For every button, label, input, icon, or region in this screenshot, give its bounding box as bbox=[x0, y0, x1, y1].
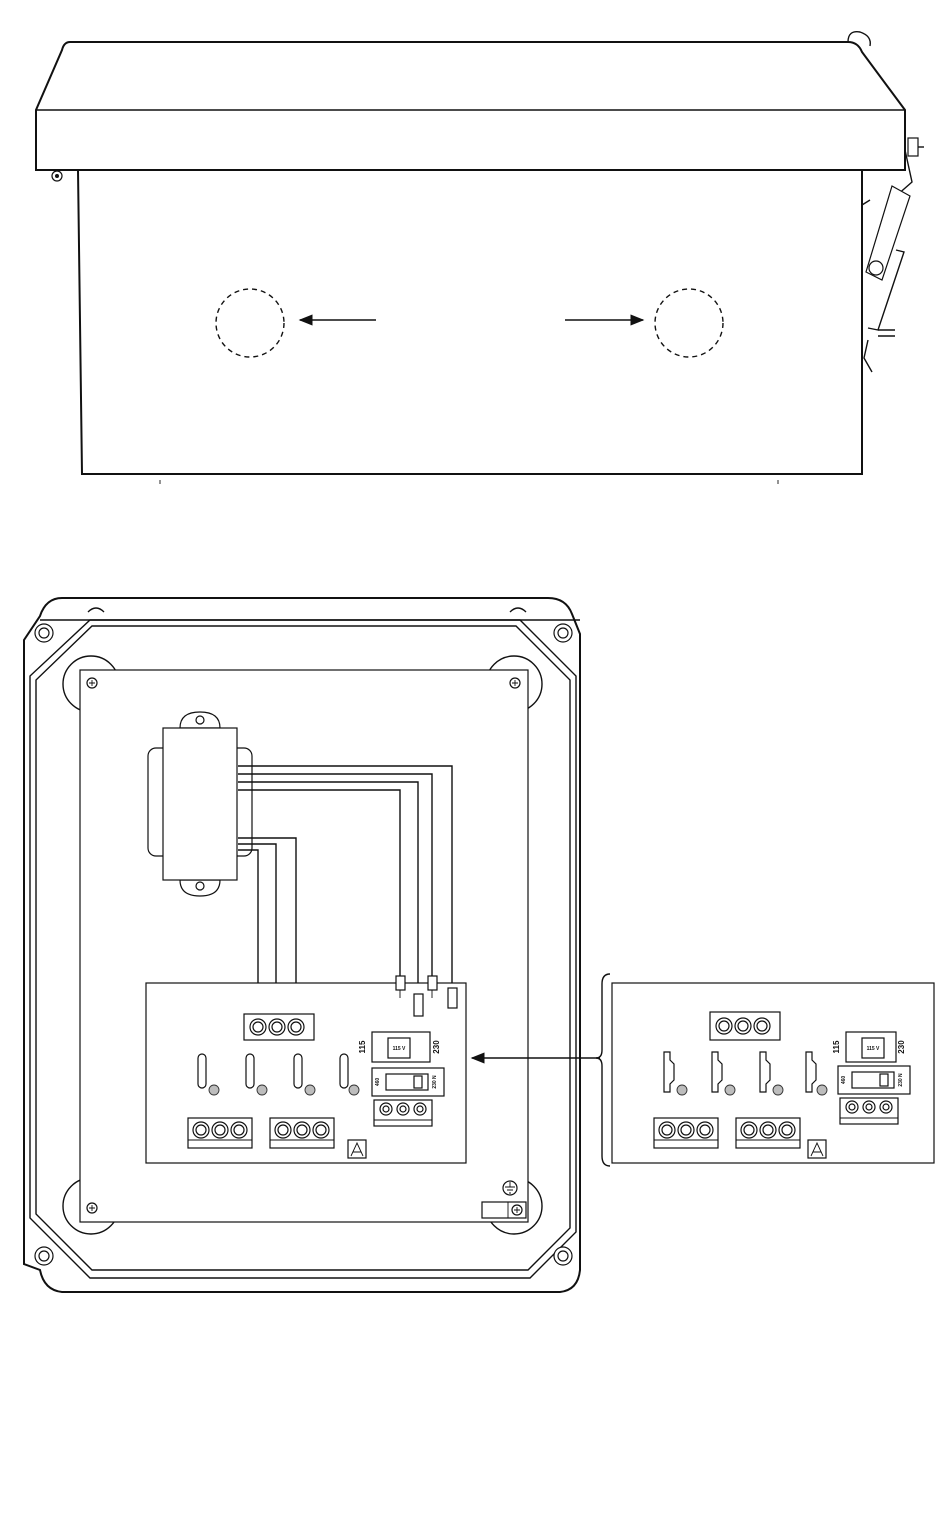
detail-jumper-selector: 460 230 N bbox=[838, 1066, 910, 1094]
indicator-led bbox=[209, 1085, 219, 1095]
indicator-led bbox=[725, 1085, 735, 1095]
knockout-left bbox=[216, 289, 284, 357]
manufacturer-logo-icon bbox=[808, 1140, 826, 1158]
manufacturer-logo-icon bbox=[348, 1140, 366, 1158]
transformer bbox=[148, 712, 252, 896]
indicator-led bbox=[677, 1085, 687, 1095]
indicator-led bbox=[349, 1085, 359, 1095]
enclosure-front-view: 115 V 115 230 460 230 N bbox=[24, 598, 600, 1292]
latch-icon bbox=[862, 138, 924, 372]
terminal-block-output-1 bbox=[188, 1118, 252, 1148]
switch-right-label: 230 N bbox=[432, 1075, 438, 1089]
knockout-right bbox=[655, 289, 723, 357]
switch-left-label: 460 bbox=[375, 1078, 381, 1087]
detail-terminal-block-secondary bbox=[710, 1012, 780, 1040]
terminal-block-secondary bbox=[244, 1014, 314, 1040]
ground-icon bbox=[503, 1181, 517, 1195]
terminal-block-input bbox=[374, 1100, 432, 1126]
detail-switch-left-label: 460 bbox=[841, 1076, 847, 1085]
voltage-low-label: 115 bbox=[358, 1040, 367, 1053]
detail-terminal-block-input bbox=[840, 1098, 898, 1124]
detail-switch-right-label: 230 N bbox=[898, 1073, 904, 1087]
detail-switch-rating-label: 115 V bbox=[867, 1046, 880, 1052]
indicator-led bbox=[257, 1085, 267, 1095]
detail-voltage-low-label: 115 bbox=[832, 1040, 841, 1053]
circuit-board-detail: 115 V 115 230 460 230 N bbox=[596, 974, 934, 1166]
terminal-block-output-2 bbox=[270, 1118, 334, 1148]
jumper-selector: 460 230 N bbox=[372, 1068, 444, 1096]
indicator-led bbox=[773, 1085, 783, 1095]
voltage-high-label: 230 bbox=[432, 1040, 441, 1054]
enclosure-body bbox=[78, 170, 862, 474]
detail-terminal-block-output-1 bbox=[654, 1118, 718, 1148]
switch-rating-label: 115 V bbox=[393, 1046, 406, 1052]
enclosure-lid bbox=[36, 42, 905, 170]
detail-terminal-block-output-2 bbox=[736, 1118, 800, 1148]
indicator-led bbox=[817, 1085, 827, 1095]
indicator-led bbox=[305, 1085, 315, 1095]
detail-voltage-high-label: 230 bbox=[897, 1040, 906, 1054]
enclosure-side-view bbox=[36, 32, 924, 484]
